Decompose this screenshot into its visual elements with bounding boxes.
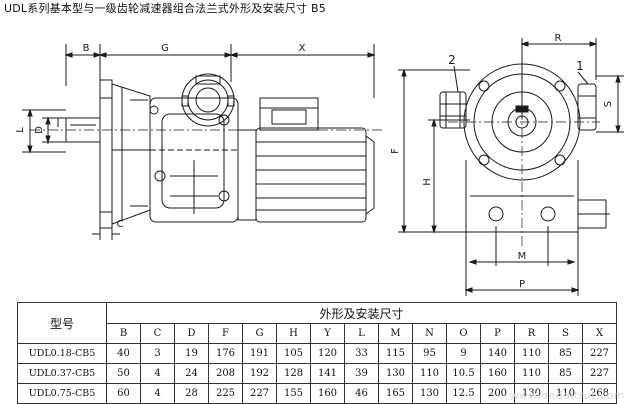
table-row: UDL0.18-CB5 40 3 19 176 191 105 120 33 1… xyxy=(17,343,617,364)
value-cell: 160 xyxy=(310,383,345,404)
value-cell: 50 xyxy=(106,363,141,384)
value-cell: 227 xyxy=(582,363,617,384)
col-header-P: P xyxy=(480,323,515,344)
value-cell: 268 xyxy=(582,383,617,404)
value-cell: 192 xyxy=(242,363,277,384)
value-cell: 141 xyxy=(310,363,345,384)
value-cell: 176 xyxy=(208,343,243,364)
value-cell: 130 xyxy=(412,383,447,404)
col-header-D: D xyxy=(174,323,209,344)
technical-drawing: B G X L D C F H R 1 2 S M P xyxy=(15,33,624,296)
label-R: R xyxy=(555,33,562,44)
value-cell: 24 xyxy=(174,363,209,384)
value-cell: 120 xyxy=(310,343,345,364)
col-header-O: O xyxy=(446,323,481,344)
label-G: G xyxy=(161,43,169,54)
value-cell: 9 xyxy=(446,343,481,364)
dimension-table: 型号 外形及安装尺寸 B C D F G H Y L M N O P R S X… xyxy=(17,302,617,404)
value-cell: 3 xyxy=(140,343,175,364)
value-cell: 4 xyxy=(140,363,175,384)
model-cell: UDL0.75-CB5 xyxy=(17,383,107,404)
value-cell: 46 xyxy=(344,383,379,404)
dimensions-group-header: 外形及安装尺寸 xyxy=(106,302,617,324)
value-cell: 130 xyxy=(378,363,413,384)
table-row: UDL0.75-CB5 60 4 28 225 227 155 160 46 1… xyxy=(17,383,617,404)
label-C: C xyxy=(117,219,124,230)
value-cell: 85 xyxy=(548,363,583,384)
value-cell: 227 xyxy=(582,343,617,364)
table-row: UDL0.37-CB5 50 4 24 208 192 128 141 39 1… xyxy=(17,363,617,384)
value-cell: 33 xyxy=(344,343,379,364)
value-cell: 19 xyxy=(174,343,209,364)
label-H: H xyxy=(422,178,433,186)
value-cell: 12.5 xyxy=(446,383,481,404)
col-header-N: N xyxy=(412,323,447,344)
value-cell: 85 xyxy=(548,343,583,364)
col-header-L: L xyxy=(344,323,379,344)
label-S: S xyxy=(603,101,614,107)
col-header-B: B xyxy=(106,323,141,344)
label-P: P xyxy=(519,279,525,290)
label-L: L xyxy=(15,127,26,133)
value-cell: 191 xyxy=(242,343,277,364)
col-header-F: F xyxy=(208,323,243,344)
side-view xyxy=(398,38,624,296)
col-header-H: H xyxy=(276,323,311,344)
label-M: M xyxy=(518,251,527,262)
value-cell: 4 xyxy=(140,383,175,404)
col-header-X: X xyxy=(582,323,617,344)
value-cell: 60 xyxy=(106,383,141,404)
col-header-S: S xyxy=(548,323,583,344)
value-cell: 10.5 xyxy=(446,363,481,384)
col-header-R: R xyxy=(514,323,549,344)
model-cell: UDL0.37-CB5 xyxy=(17,363,107,384)
col-header-Y: Y xyxy=(310,323,345,344)
label-D: D xyxy=(34,126,45,134)
value-cell: 110 xyxy=(412,363,447,384)
model-header: 型号 xyxy=(17,302,107,344)
value-cell: 155 xyxy=(276,383,311,404)
col-header-M: M xyxy=(378,323,413,344)
value-cell: 208 xyxy=(208,363,243,384)
value-cell: 128 xyxy=(276,363,311,384)
value-cell: 225 xyxy=(208,383,243,404)
col-header-G: G xyxy=(242,323,277,344)
label-2: 2 xyxy=(448,53,456,67)
value-cell: 28 xyxy=(174,383,209,404)
label-B: B xyxy=(83,43,90,54)
column-header-row: B C D F G H Y L M N O P R S X xyxy=(18,323,617,344)
value-cell: 130 xyxy=(514,383,549,404)
watermark: www.dedaitrut.com xyxy=(509,389,625,402)
value-cell: 227 xyxy=(242,383,277,404)
label-F: F xyxy=(390,148,401,154)
value-cell: 40 xyxy=(106,343,141,364)
value-cell: 110 xyxy=(514,363,549,384)
value-cell: 165 xyxy=(378,383,413,404)
label-1: 1 xyxy=(576,59,584,73)
col-header-C: C xyxy=(140,323,175,344)
label-X: X xyxy=(299,43,306,54)
value-cell: 110 xyxy=(514,343,549,364)
page-title: UDL系列基本型与一级齿轮减速器组合法兰式外形及安装尺寸 B5 xyxy=(4,2,326,15)
value-cell: 95 xyxy=(412,343,447,364)
model-cell: UDL0.18-CB5 xyxy=(17,343,107,364)
value-cell: 115 xyxy=(378,343,413,364)
value-cell: 160 xyxy=(480,363,515,384)
value-cell: 105 xyxy=(276,343,311,364)
front-view xyxy=(22,44,384,240)
value-cell: 39 xyxy=(344,363,379,384)
value-cell: 140 xyxy=(480,343,515,364)
